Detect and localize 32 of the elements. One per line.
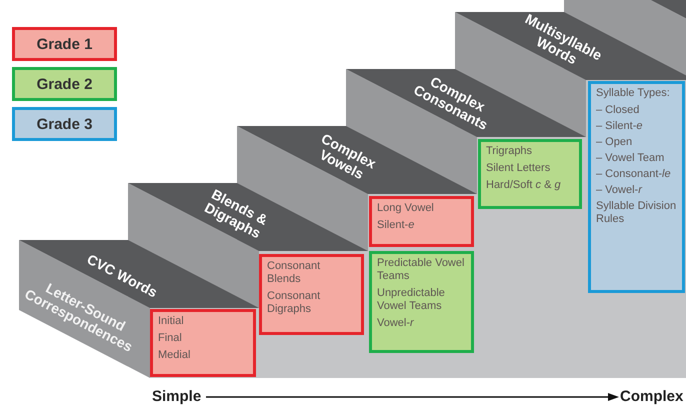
skill-text: Predictable Vowel Teams — [377, 257, 466, 283]
skill-text: Syllable Types: — [596, 87, 671, 100]
legend-swatch: Grade 3 — [12, 107, 117, 141]
skill-text: Silent-e — [377, 219, 416, 232]
skill-text: Trigraphs — [486, 145, 534, 158]
skill-box — [259, 254, 364, 335]
skill-text: Silent Letters — [486, 162, 552, 175]
skill-box — [478, 139, 582, 209]
skill-text: Consonant Digraphs — [267, 290, 322, 316]
skill-text: – Silent-e — [596, 120, 644, 133]
skill-text: Medial — [158, 349, 192, 362]
skill-text: – Closed — [596, 104, 640, 117]
skill-text: – Vowel-r — [596, 184, 644, 197]
skill-text: Initial — [158, 315, 185, 328]
legend-swatch: Grade 1 — [12, 27, 117, 61]
skill-box — [369, 196, 474, 247]
skill-text: – Vowel Team — [596, 152, 666, 165]
skill-text: Final — [158, 332, 183, 345]
skill-text: Syllable Division Rules — [596, 200, 677, 226]
skill-box — [588, 81, 685, 293]
skill-text: Vowel-r — [377, 317, 415, 330]
axis-label: Simple — [152, 388, 202, 405]
skill-text: Consonant Blends — [267, 260, 322, 286]
skill-text: – Open — [596, 136, 634, 149]
axis-label: Complex — [620, 388, 684, 405]
skill-text: Hard/Soft c & g — [486, 179, 562, 192]
legend-swatch: Grade 2 — [12, 67, 117, 101]
skill-box — [150, 309, 256, 377]
skill-text: – Consonant-le — [596, 168, 672, 181]
skill-text: Long Vowel — [377, 202, 435, 215]
skill-text: Unpredictable Vowel Teams — [377, 287, 446, 313]
skill-box — [369, 251, 474, 353]
